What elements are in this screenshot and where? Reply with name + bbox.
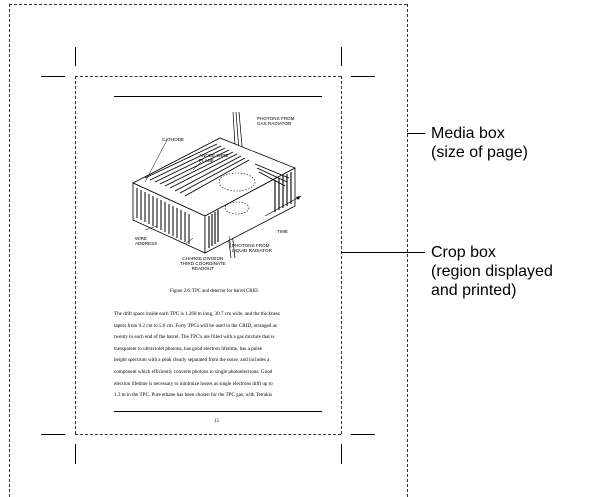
media-box-left-edge xyxy=(9,4,10,497)
media-box-top-edge xyxy=(9,4,407,5)
crop-box-left-edge xyxy=(75,76,76,434)
footer-rule xyxy=(114,411,322,412)
body-line: transparent to ultraviolet photons, has … xyxy=(114,345,262,352)
crop-mark-top-left-vertical xyxy=(75,47,76,66)
crop-box-leader xyxy=(341,252,425,253)
cathode-label: CATHODE xyxy=(162,137,185,142)
tpc-figure-illustration xyxy=(132,111,302,259)
crop-box-label: Crop box (region displayed and printed) xyxy=(431,244,553,299)
crop-mark-bottom-right-vertical xyxy=(341,444,342,464)
figure-caption: Figure 2.6: TPC and detector for barrel … xyxy=(170,289,259,294)
charge-division-label: CHARGE DIVISION THIRD COORDINATE READOUT xyxy=(180,256,226,271)
page-number: 15 xyxy=(214,419,219,424)
time-label: TIME xyxy=(277,229,288,234)
body-line: electron lifetime is necessary to minimi… xyxy=(114,380,273,387)
body-line: component which efficiently converts pho… xyxy=(114,368,273,375)
header-rule xyxy=(114,96,322,97)
crop-mark-top-right-horizontal xyxy=(351,76,375,77)
crop-mark-bottom-left-vertical xyxy=(75,444,76,464)
body-line: twenty in each end of the barrel. The TP… xyxy=(114,334,275,341)
crop-box-top-edge xyxy=(75,76,341,77)
body-line: 1.3 m in the TPC. Pure ethane has been c… xyxy=(114,392,273,399)
wire-address-label: WIRE ADDRESS xyxy=(135,236,158,246)
body-text: The drift space inside each TPC is 1.268… xyxy=(114,309,280,402)
media-box-label: Media box (size of page) xyxy=(431,125,528,161)
photons-liquid-radiator-label: PHOTONS FROM LIQUID RADIATOR xyxy=(232,243,272,253)
crop-mark-top-left-horizontal xyxy=(41,76,65,77)
crop-box-right-edge xyxy=(341,76,342,434)
crop-mark-bottom-left-horizontal xyxy=(41,434,65,435)
media-box-leader xyxy=(407,133,425,134)
crop-mark-bottom-right-horizontal xyxy=(351,434,375,435)
anode-wire-plane-label: ANODE WIRE PLANE xyxy=(199,153,229,163)
media-box-right-edge xyxy=(407,4,408,497)
body-line: height spectrum with a peak clearly sepa… xyxy=(114,357,270,364)
crop-box-bottom-edge xyxy=(75,434,341,435)
body-line: The drift space inside each TPC is 1.268… xyxy=(114,311,280,317)
body-line: tapers from 9.2 cm to 5.6 cm. Forty TPCs… xyxy=(114,322,277,329)
crop-mark-top-right-vertical xyxy=(341,47,342,66)
photons-gas-radiator-label: PHOTONS FROM GAS RADIATOR xyxy=(257,116,295,126)
